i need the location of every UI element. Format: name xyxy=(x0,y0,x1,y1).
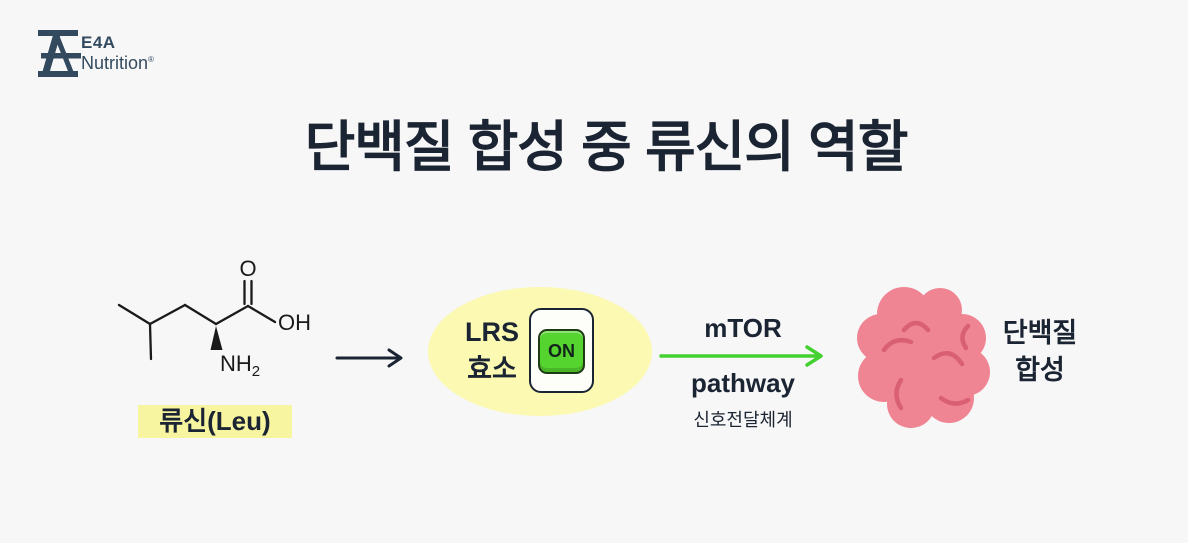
oxygen-atom-label: O xyxy=(239,256,256,281)
amine-subscript: 2 xyxy=(252,363,260,380)
switch-plate: ON xyxy=(529,308,594,393)
logo-division: Nutrition® xyxy=(81,53,154,73)
leucine-molecule-icon: O OH NH2 xyxy=(117,256,311,380)
on-switch-button: ON xyxy=(538,329,585,374)
page-title: 단백질 합성 중 류신의 역할 xyxy=(304,116,909,178)
pathway-name-line1: mTOR xyxy=(704,313,782,343)
pathway-name-line2: pathway xyxy=(690,368,796,398)
protein-synthesis-line2: 합성 xyxy=(1015,355,1065,385)
enzyme-name: LRS xyxy=(465,317,519,347)
amine-atom-label: NH2 xyxy=(220,351,260,380)
logo: E4A Nutrition® xyxy=(37,26,257,82)
enzyme-label: LRS 효소 xyxy=(448,314,536,388)
pathway-subtitle: 신호전달체계 xyxy=(693,410,793,430)
protein-synthesis-label: 단백질 합성 xyxy=(980,315,1100,389)
green-arrow-icon xyxy=(659,345,823,367)
logo-text: E4A Nutrition® xyxy=(81,34,154,72)
leucine-label: 류신(Leu) xyxy=(138,405,292,438)
hydroxyl-atom-label: OH xyxy=(278,310,311,335)
registered-mark: ® xyxy=(148,55,154,64)
right-arrow-icon xyxy=(335,348,403,368)
pathway-block: mTOR pathway 신호전달체계 xyxy=(658,313,828,432)
e4a-logo-icon xyxy=(38,30,81,77)
stereo-wedge-bond xyxy=(210,326,223,350)
protein-blob-icon xyxy=(857,287,990,428)
enzyme-type: 효소 xyxy=(467,354,517,384)
protein-synthesis-line1: 단백질 xyxy=(1002,318,1078,348)
logo-brand: E4A xyxy=(81,33,116,52)
